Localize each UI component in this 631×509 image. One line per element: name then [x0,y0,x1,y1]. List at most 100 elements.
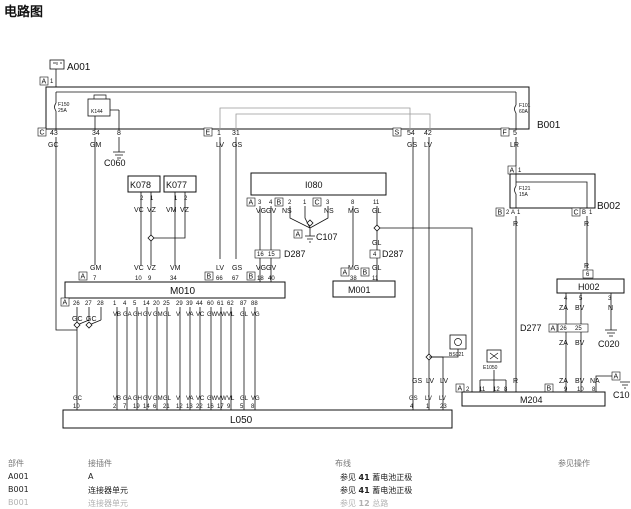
l050-wire-row: GC10VB2GA7GH19GV14GM6GL21V12VA13VC22GW16… [73,392,260,410]
svg-text:25: 25 [575,326,582,332]
m010-wire-code: GM [153,312,163,318]
svg-text:ZA: ZA [559,340,568,347]
svg-text:26: 26 [560,326,567,332]
l050-pin-number: 7 [123,404,127,410]
svg-text:11: 11 [373,200,380,206]
svg-text:B: B [207,274,212,281]
svg-text:11: 11 [479,387,486,393]
svg-text:GL: GL [372,265,381,272]
svg-text:N: N [608,305,613,312]
m010-wire-code: VC [196,312,205,318]
svg-text:7: 7 [93,276,97,282]
m010-wire-code: V [176,312,180,318]
svg-text:R: R [513,378,518,385]
svg-text:40: 40 [268,276,275,282]
legend-row-part: B001 [8,485,29,494]
battery-a001: A001 A 1 [39,59,91,87]
svg-text:M204: M204 [520,395,543,405]
svg-text:ZA: ZA [559,305,568,312]
f101-rating: 60A [519,109,529,115]
svg-text:5: 5 [513,130,517,137]
svg-text:MG: MG [348,208,359,215]
svg-text:9: 9 [148,276,152,282]
svg-text:I080: I080 [305,180,323,190]
svg-text:A: A [63,300,68,307]
svg-text:VZ: VZ [180,207,190,214]
k144-label: K144 [91,109,103,115]
l050-pin-number: 22 [196,404,203,410]
m010-wire-code: VL [227,312,235,318]
svg-text:LV: LV [216,142,224,149]
module-e1050: E1050 [479,349,507,392]
svg-text:1: 1 [150,196,154,202]
svg-text:16: 16 [257,252,264,258]
l050-pin-number: 4 [410,404,414,410]
svg-text:C: C [315,200,320,207]
m010-wire-code: GH [133,312,142,318]
legend-col-see: 参见操作 [558,459,590,468]
svg-text:GS: GS [232,142,242,149]
fuse-box-b001: C E S F B001 F150 25A K144 F101 60A 43 3… [37,86,561,137]
svg-text:2: 2 [288,200,292,206]
svg-text:31: 31 [232,130,240,137]
svg-text:LV: LV [424,142,432,149]
legend-row-part: A001 [8,472,29,481]
m010-pin-number: 26 [73,301,80,307]
svg-text:3: 3 [608,296,612,302]
ground-c060: C060 [104,151,126,168]
svg-text:C107: C107 [316,232,338,242]
b001-conn-e: E [206,130,211,137]
l050-wire-code: VW [217,396,227,402]
c060-label: C060 [104,158,126,168]
svg-text:4: 4 [269,200,273,206]
svg-text:A: A [614,374,619,381]
svg-text:GS: GS [407,142,417,149]
svg-text:C10: C10 [613,390,630,400]
l050-pin-number: 10 [73,404,80,410]
m010-pin-number: 5 [133,301,137,307]
svg-text:1: 1 [589,210,593,216]
svg-text:A: A [249,200,254,207]
svg-text:1: 1 [518,168,522,174]
svg-text:VG: VG [256,265,266,272]
m010-wire-code: GA [123,312,132,318]
svg-text:VZ: VZ [147,265,157,272]
l050-pin-number: 13 [186,404,193,410]
svg-text:B: B [547,386,552,393]
svg-text:BV: BV [575,340,585,347]
motor-m001: MG A 38 B 11 M001 [332,265,396,298]
legend-row-ref: 参见 41 蓄电池正极 [340,473,413,482]
l050-pin-number: 14 [143,404,150,410]
svg-text:1: 1 [217,130,221,137]
svg-text:D287: D287 [382,249,404,259]
l050-pin-number: 9 [227,404,231,410]
svg-text:H002: H002 [578,282,600,292]
f150-rating: 25A [58,108,68,114]
svg-text:D277: D277 [520,323,542,333]
l050-pin-number: 21 [163,404,170,410]
svg-text:R: R [584,221,589,228]
svg-text:GV: GV [266,265,276,272]
svg-text:A: A [458,386,463,393]
svg-text:VM: VM [170,265,181,272]
svg-text:GM: GM [90,265,101,272]
svg-text:15: 15 [268,252,275,258]
m010-wire-code: VB [113,312,121,318]
l050-wire-code: GM [153,396,163,402]
legend-row-connector: A [88,472,94,481]
l050-right-wires: GS4LV1LV23 [409,356,447,410]
m010-pin-number: 62 [227,301,234,307]
svg-text:43: 43 [50,130,58,137]
svg-text:9: 9 [564,387,568,393]
m010-pin-number: 39 [186,301,193,307]
svg-text:B: B [249,274,254,281]
b001-conn-f: F [503,130,507,137]
svg-text:34: 34 [170,276,177,282]
svg-text:BV: BV [575,305,585,312]
svg-text:B: B [582,210,586,216]
m010-wire-code: GV [143,312,152,318]
